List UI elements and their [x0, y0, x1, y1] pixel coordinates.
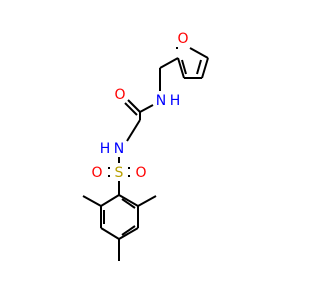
furan-bond-o-c2 [189, 47, 209, 59]
atom-label-h-sulfonamide: H [100, 141, 111, 157]
carbonyl-double-bond-b [124, 102, 138, 116]
bond-furan-ch2 [159, 57, 179, 69]
ring-bond-6 [118, 194, 139, 207]
atom-label-n-amide: N [156, 93, 166, 109]
atom-label-o-sulfonyl-left: O [91, 165, 102, 181]
ring-bond-1 [100, 194, 120, 207]
ring-bond-4 [118, 227, 139, 240]
atom-label-h-amide: H [170, 93, 181, 109]
carbonyl-double-bond-a [127, 99, 141, 113]
bond-nh-carbonyl-c [139, 104, 154, 113]
ring-inner-double-2 [121, 225, 136, 236]
atom-label-n-sulfonamide: N [114, 141, 124, 157]
bond-methyl-right [137, 195, 157, 207]
atom-label-o-carbonyl: O [114, 87, 125, 103]
furan-inner-double-c2-c3 [196, 59, 202, 75]
bond-ch2-nh-sulfonamide [126, 119, 141, 142]
furan-bond-c2-c3 [201, 57, 209, 79]
bond-layer [82, 47, 209, 261]
atom-label-s-sulfonyl: S [115, 165, 124, 181]
atom-label-o-furan: O [177, 31, 188, 47]
ring-bond-3 [100, 227, 120, 240]
atom-label-o-sulfonyl-right: O [135, 165, 146, 181]
bond-methyl-left [82, 195, 102, 207]
furan-inner-double-c4-c5 [181, 59, 187, 75]
furan-bond-c4-c5 [177, 57, 185, 79]
ring-inner-double-3 [121, 198, 136, 209]
